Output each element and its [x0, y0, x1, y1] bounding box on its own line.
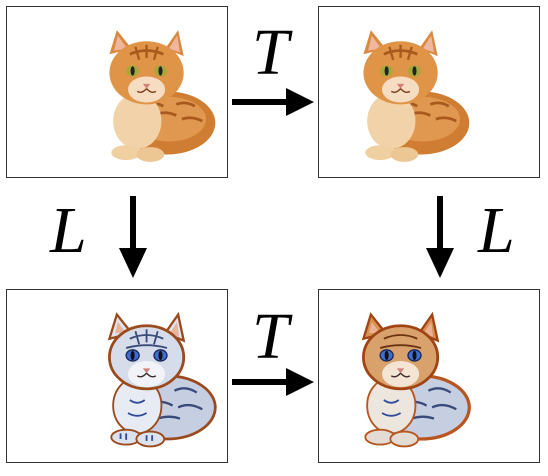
panel-top-left-original-cat	[6, 6, 228, 178]
panel-bottom-right-stylized-transformed-cat	[318, 289, 540, 463]
panel-top-right-transformed-cat	[318, 6, 540, 178]
orange-cat-image-transformed	[362, 28, 471, 164]
stylized-cat-image-transformed	[361, 312, 471, 449]
arrow-right-bottom	[232, 368, 314, 396]
operator-t-label-top: T	[252, 16, 289, 89]
arrow-right-top	[232, 88, 314, 116]
operator-l-label-left: L	[50, 194, 87, 267]
panel-bottom-left-stylized-cat	[6, 289, 228, 463]
operator-l-label-right: L	[478, 194, 515, 267]
stylized-cat-image	[107, 313, 217, 448]
arrow-down-right	[426, 196, 454, 278]
operator-t-label-bottom: T	[252, 300, 289, 373]
arrow-down-left	[119, 196, 147, 278]
orange-cat-image	[108, 28, 217, 164]
